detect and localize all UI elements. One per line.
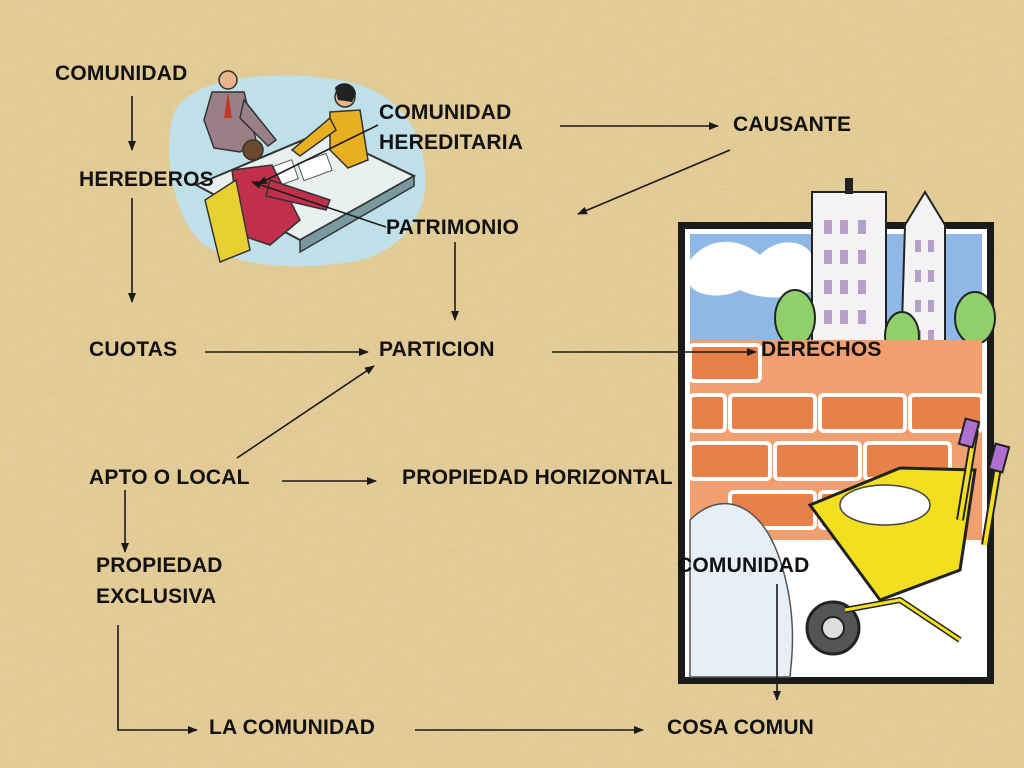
node-derechos: DERECHOS: [761, 338, 882, 361]
node-particion: PARTICION: [379, 338, 495, 361]
arrow-causante-patrimonio: [577, 149, 731, 215]
node-propiedad-exclusiva-line1: PROPIEDAD: [96, 554, 223, 577]
meeting-people-icon: [169, 70, 426, 267]
node-causante: CAUSANTE: [733, 113, 852, 136]
node-cosa-comun: COSA COMUN: [667, 716, 815, 739]
node-comunidad-hereditaria-line2: HEREDITARIA: [379, 131, 524, 154]
construction-city-icon: [678, 178, 1011, 684]
arrow-hereditaria-herederos: [257, 124, 379, 185]
node-apto-local: APTO O LOCAL: [89, 466, 250, 489]
arrow-apto-particion: [236, 365, 375, 459]
node-herederos: HEREDEROS: [79, 168, 214, 191]
node-comunidad-top: COMUNIDAD: [55, 62, 188, 85]
node-cuotas: CUOTAS: [89, 338, 178, 361]
node-propiedad-horizontal: PROPIEDAD HORIZONTAL: [402, 466, 673, 489]
arrow-exclusiva-la-comunidad: [117, 625, 198, 734]
node-comunidad-hereditaria-line1: COMUNIDAD: [379, 101, 512, 124]
node-patrimonio: PATRIMONIO: [386, 216, 520, 239]
node-la-comunidad: LA COMUNIDAD: [209, 716, 376, 739]
node-propiedad-exclusiva-line2: EXCLUSIVA: [96, 585, 217, 608]
node-comunidad-right: COMUNIDAD: [677, 554, 810, 577]
arrow-patrimonio-herederos: [251, 181, 387, 228]
